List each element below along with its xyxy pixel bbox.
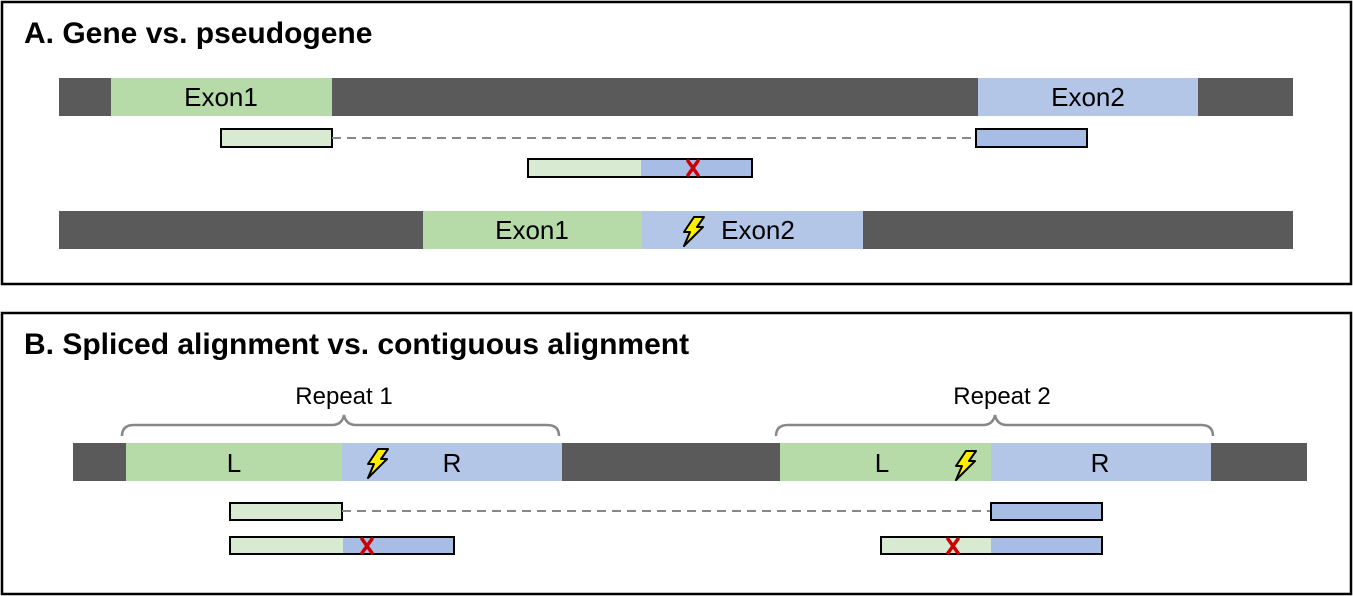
panel-b: B. Spliced alignment vs. contiguous alig… <box>0 311 1353 596</box>
pseudogene-exon2-label: Exon2 <box>721 215 795 245</box>
repeat2-brace: Repeat 2 <box>774 383 1215 437</box>
panel-b-border <box>0 311 1353 596</box>
gene-exon2 <box>978 78 1198 116</box>
contiguous-read-b2-left <box>881 537 991 554</box>
pseudogene-exon2 <box>642 211 863 249</box>
repeat1-label: Repeat 1 <box>295 383 392 410</box>
panel-a-border <box>0 0 1353 286</box>
gene-exon1-label: Exon1 <box>184 82 258 112</box>
gene-exon2-label: Exon2 <box>1051 82 1125 112</box>
contiguous-read-b1-left <box>230 537 343 554</box>
contiguous-read-b2 <box>880 536 1103 555</box>
panel-a-title: A. Gene vs. pseudogene <box>24 17 372 50</box>
spliced-read-b-left <box>229 502 343 521</box>
contiguous-read-b1 <box>229 536 455 555</box>
contiguous-read-a <box>527 158 753 178</box>
pseudogene-track: Exon1 Exon2 <box>59 211 1293 249</box>
spliced-read-a <box>220 128 1088 148</box>
repeat2-left-label: L <box>875 448 889 478</box>
contiguous-read-a-right <box>641 159 752 177</box>
spliced-read-a-right <box>975 128 1088 148</box>
contiguous-read-a-outline <box>527 158 753 178</box>
gene-track: Exon1 Exon2 <box>59 78 1293 116</box>
repeat2-left-segment <box>780 443 991 481</box>
spliced-read-a-left <box>220 128 333 148</box>
repeat1-left-label: L <box>227 448 241 478</box>
gene-exon1 <box>111 78 332 116</box>
contiguous-read-a-left <box>528 159 641 177</box>
repeat2-label: Repeat 2 <box>953 383 1050 410</box>
repeat-genome-track: L R L R <box>73 443 1307 481</box>
pseudogene-exon1 <box>423 211 642 249</box>
spliced-read-b <box>229 502 1103 521</box>
spliced-read-b-right <box>990 502 1103 521</box>
contiguous-read-b1-right <box>343 537 454 554</box>
repeat1-left-segment <box>126 443 342 481</box>
panel-b-title: B. Spliced alignment vs. contiguous alig… <box>24 328 689 361</box>
repeat1-right-label: R <box>443 448 462 478</box>
contiguous-read-b1-outline <box>229 536 455 555</box>
repeat2-right-segment <box>991 443 1211 481</box>
repeat2-right-label: R <box>1091 448 1110 478</box>
contiguous-read-b2-outline <box>880 536 1103 555</box>
pseudogene-exon1-label: Exon1 <box>495 215 569 245</box>
panel-a: A. Gene vs. pseudogene Exon1 Exon2 <box>0 0 1353 286</box>
repeat1-brace: Repeat 1 <box>120 383 561 437</box>
contiguous-read-b2-right <box>991 537 1102 554</box>
